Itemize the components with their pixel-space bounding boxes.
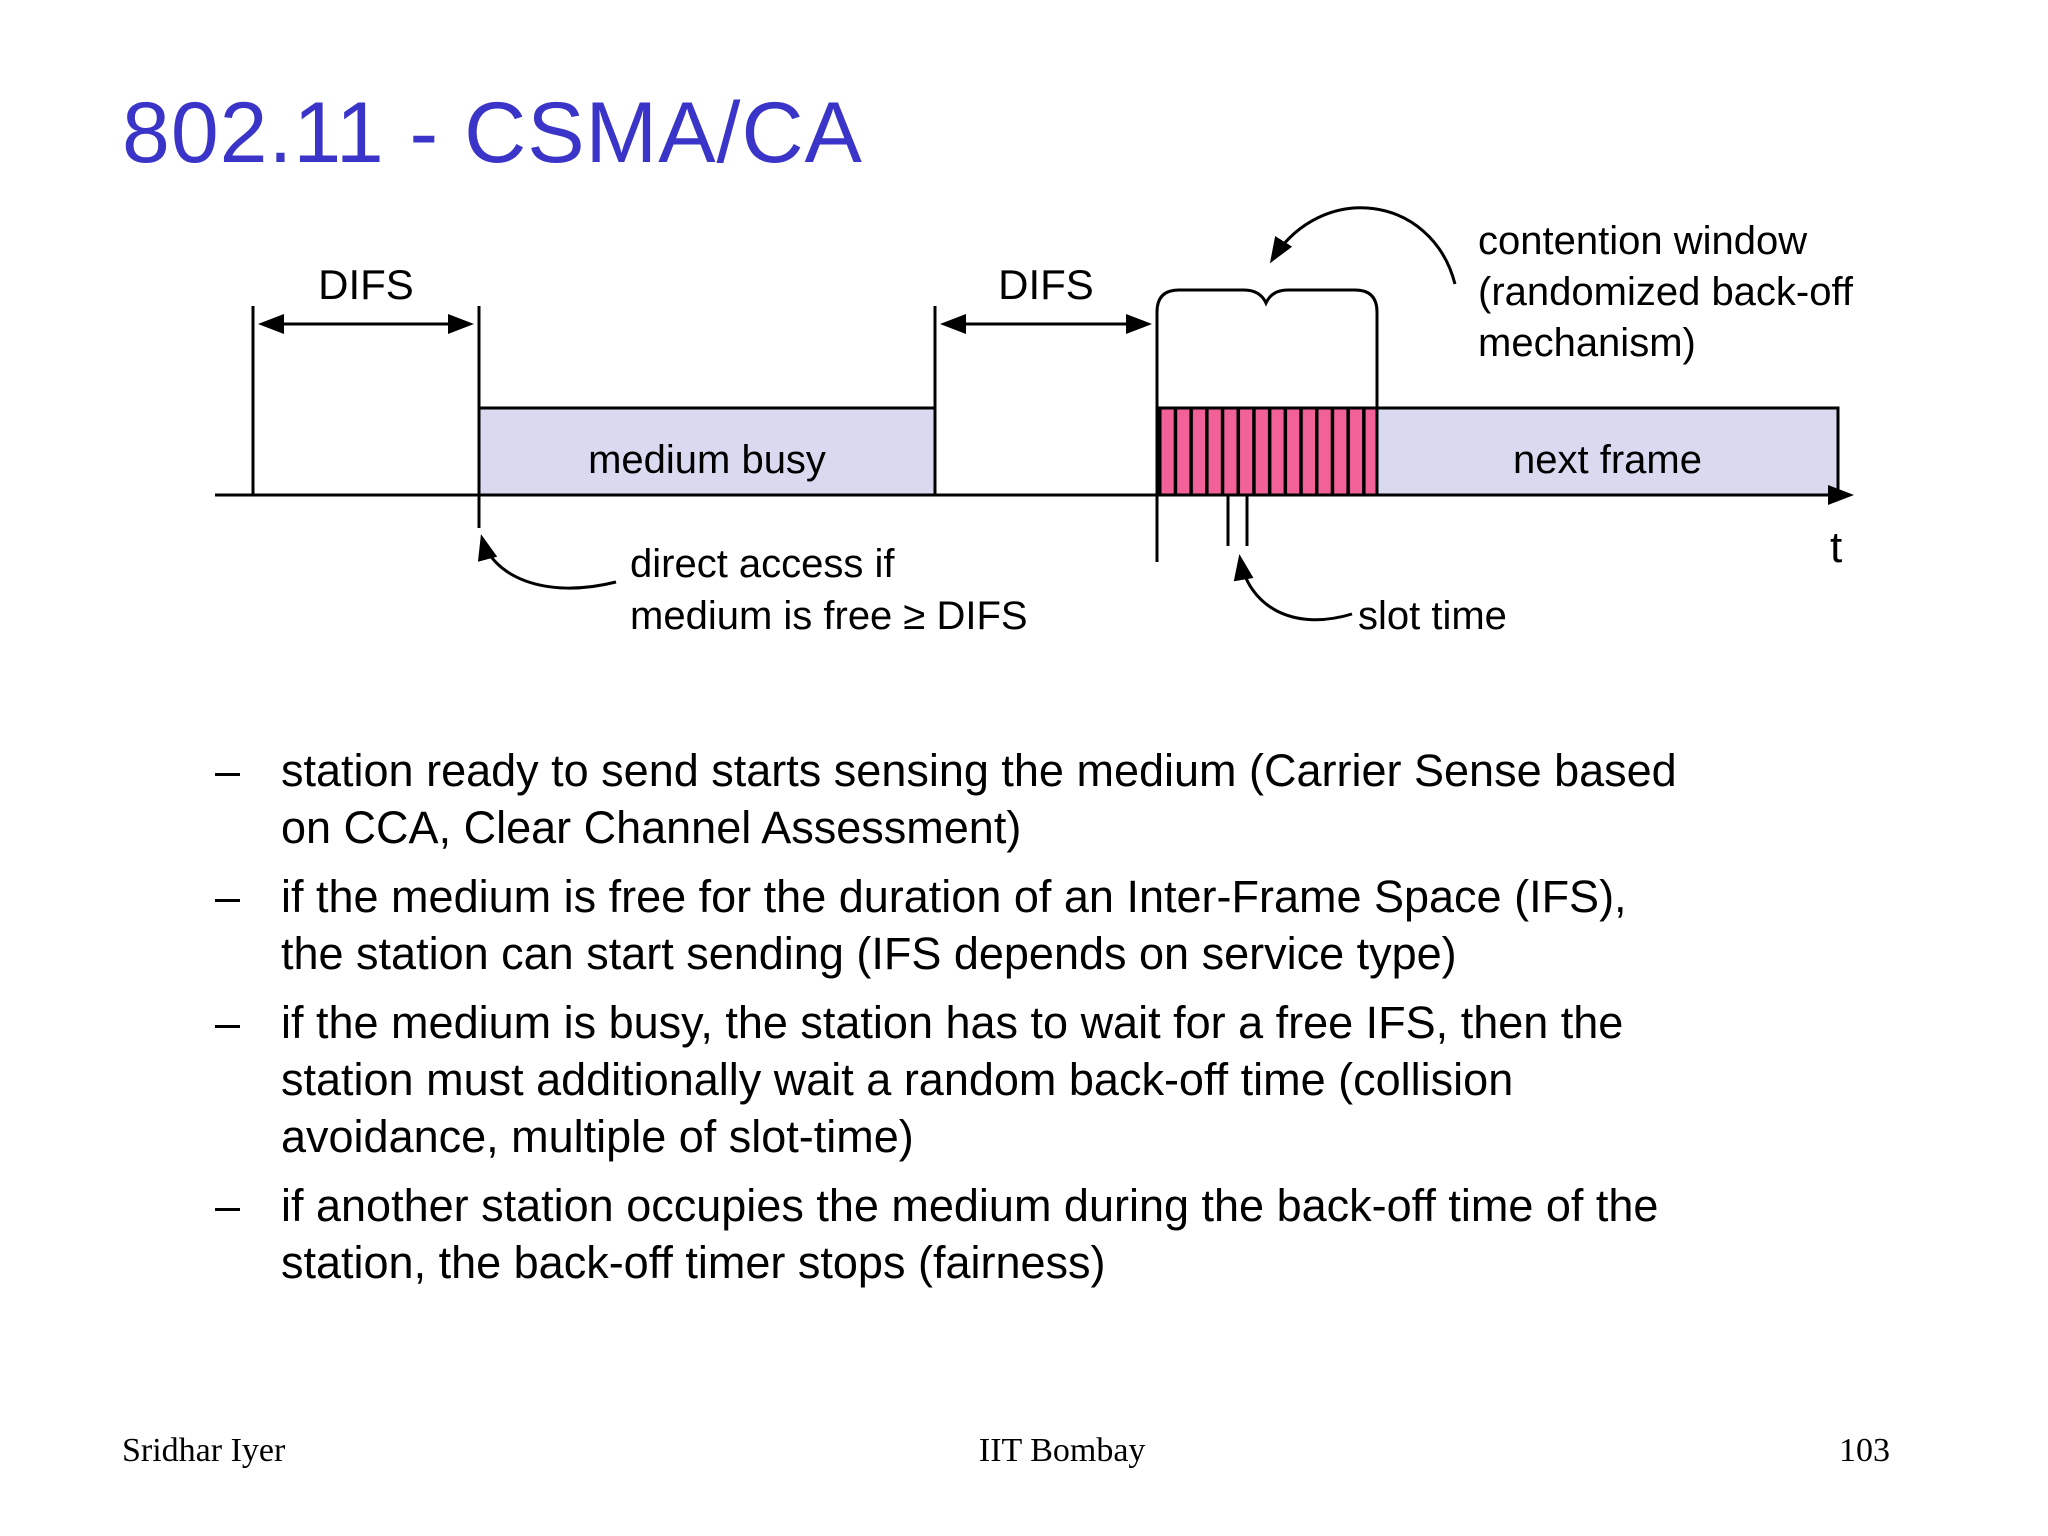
contention-callout-arrow [1269,206,1457,285]
bullet-dash: – [215,745,241,796]
bullet-item: – station ready to send starts sensing t… [215,742,1945,856]
slide-title: 802.11 - CSMA/CA [122,85,863,181]
medium-busy-label: medium busy [588,438,826,482]
bullet-dash: – [215,871,241,922]
direct-access-label: direct access if medium is free ≥ DIFS [630,542,1028,638]
slot-time-callout-arrow [1233,554,1353,622]
next-frame-label: next frame [1513,438,1702,482]
footer-institution: IIT Bombay [978,1432,1146,1469]
footer-author: Sridhar Iyer [122,1432,286,1469]
slot-time-label: slot time [1358,594,1507,638]
next-frame-box [1375,406,1840,497]
bullet-text: if another station occupies the medium d… [281,1180,1659,1288]
csma-ca-timing-diagram [215,206,1854,622]
contention-window-box [1156,406,1379,497]
bullet-text: station ready to send starts sensing the… [281,745,1677,853]
bullet-dash: – [215,1180,241,1231]
bullet-text: if the medium is free for the duration o… [281,871,1627,979]
bullet-list: – station ready to send starts sensing t… [215,742,1945,1303]
difs-label-2: DIFS [998,261,1094,308]
bullet-text: if the medium is busy, the station has t… [281,997,1624,1162]
footer-page-number: 103 [1839,1432,1890,1469]
contention-window-label: contention window (randomized back-off m… [1478,219,1853,366]
bullet-item: – if the medium is busy, the station has… [215,994,1945,1165]
bullet-item: – if the medium is free for the duration… [215,868,1945,982]
direct-access-callout-arrow [477,534,617,590]
slide-footer: Sridhar Iyer IIT Bombay 103 [0,1432,2048,1470]
bullet-item: – if another station occupies the medium… [215,1177,1945,1291]
bullet-dash: – [215,997,241,1048]
time-axis-label: t [1830,523,1843,572]
contention-window-bracket [1155,288,1379,562]
medium-busy-box [477,406,937,497]
difs-label-1: DIFS [318,261,414,308]
